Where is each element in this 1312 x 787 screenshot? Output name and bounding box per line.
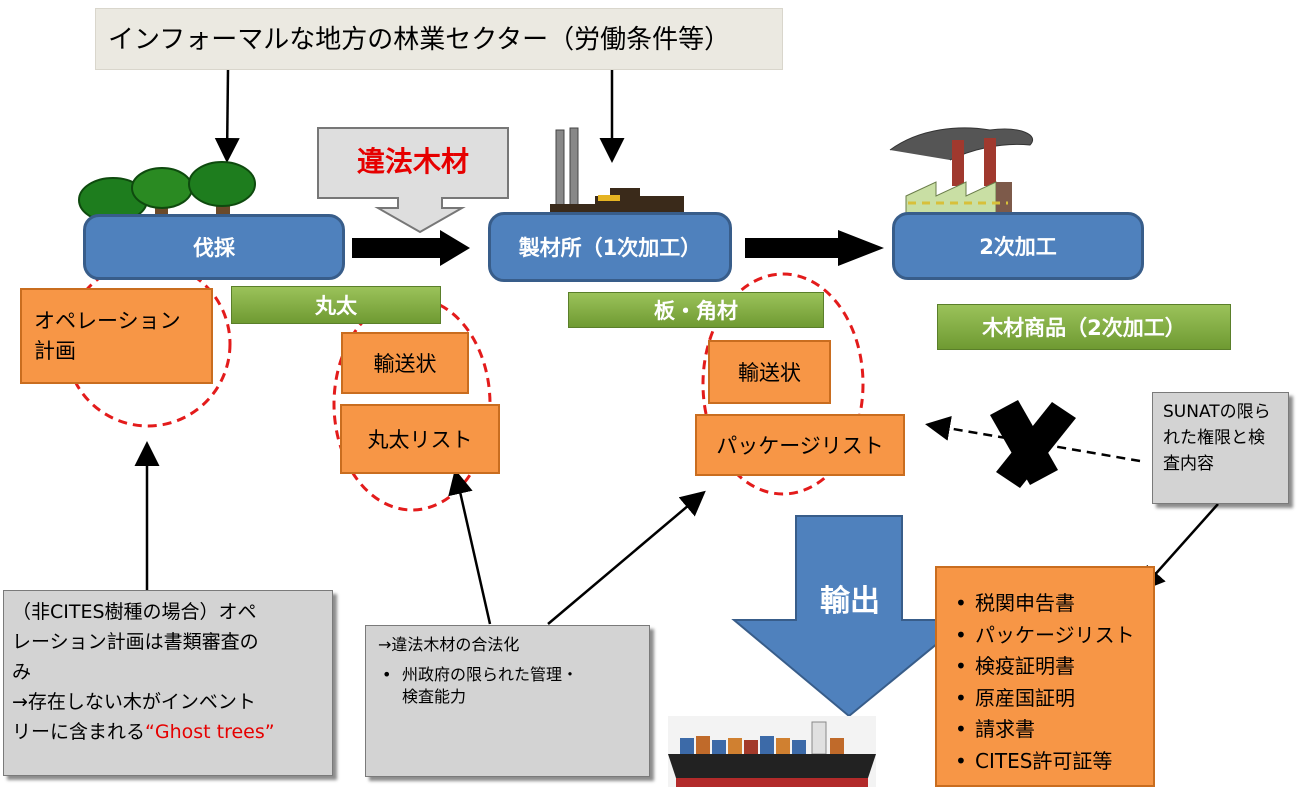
illegal-timber-label: 違法木材 — [356, 145, 469, 178]
export-doc-item: パッケージリスト — [951, 620, 1153, 652]
note-center-list: 州政府の限られた管理・ 検査能力 — [378, 664, 649, 708]
note-center-bullet: 州政府の限られた管理・ 検査能力 — [378, 664, 649, 708]
export-documents-box: 税関申告書 パッケージリスト 検疫証明書 原産国証明 請求書 CITES許可証等 — [935, 566, 1155, 787]
export-doc-item: CITES許可証等 — [951, 746, 1153, 778]
arrow-center-note-to-package — [547, 490, 706, 625]
stage-secondary: 2次加工 — [892, 212, 1144, 280]
note-center-bullet-line1: 州政府の限られた管理・ — [402, 665, 579, 684]
note-legalization: →違法木材の合法化 州政府の限られた管理・ 検査能力 — [365, 625, 650, 777]
product-logs: 丸太 — [231, 286, 441, 324]
doc-operation-plan-line1: オペレーション — [34, 309, 181, 333]
note-center-bullet-line2: 検査能力 — [402, 687, 467, 706]
note-left-line2: レーション計画は書類審査の — [12, 631, 259, 653]
doc-operation-plan-line2: 計画 — [34, 339, 76, 363]
product-timber-goods: 木材商品（2次加工） — [937, 304, 1231, 350]
stage-sawmill: 製材所（1次加工） — [488, 212, 732, 282]
export-doc-item: 検疫証明書 — [951, 651, 1153, 683]
x-mark-icon — [990, 400, 1076, 488]
stage-harvest: 伐採 — [83, 214, 345, 280]
note-left-line5-prefix: リーに含まれる — [12, 721, 146, 743]
note-center-title: →違法木材の合法化 — [378, 635, 520, 654]
doc-operation-plan: オペレーション 計画 — [20, 288, 213, 384]
note-sunat-line3: 査内容 — [1163, 454, 1214, 474]
doc-transport-2: 輸送状 — [708, 340, 831, 404]
dashed-circle-package — [701, 272, 865, 496]
note-left-line3: み — [12, 661, 32, 683]
arrow-sunat-to-export-docs — [1139, 503, 1219, 592]
note-sunat-line2: れた権限と検 — [1163, 428, 1265, 448]
illegal-timber-arrow — [317, 127, 509, 234]
flow-arrow-sawmill-to-secondary — [745, 230, 884, 266]
sawmill-factory-icon — [550, 127, 684, 212]
note-left-line5: リーに含まれる“Ghost trees” — [12, 717, 332, 747]
export-doc-item: 税関申告書 — [951, 588, 1153, 620]
ghost-trees-highlight: “Ghost trees” — [145, 721, 275, 743]
note-operation-plan-review: （非CITES樹種の場合）オペ レーション計画は書類審査の み →存在しない木が… — [3, 590, 333, 776]
export-doc-item: 請求書 — [951, 714, 1153, 746]
note-sunat-limits: SUNATの限ら れた権限と検 査内容 — [1152, 392, 1289, 504]
export-documents-list: 税関申告書 パッケージリスト 検疫証明書 原産国証明 請求書 CITES許可証等 — [951, 588, 1153, 777]
arrow-center-note-to-loglist — [448, 469, 492, 625]
export-doc-item: 原産国証明 — [951, 683, 1153, 715]
cargo-ship-icon — [668, 716, 876, 787]
doc-log-list: 丸太リスト — [340, 404, 500, 474]
dashed-arrow-sunat-to-package — [925, 416, 1141, 463]
secondary-factory-icon — [889, 127, 1033, 221]
note-sunat-line1: SUNATの限ら — [1163, 402, 1271, 422]
flow-arrow-harvest-to-sawmill — [352, 230, 470, 266]
export-label: 輸出 — [820, 584, 880, 619]
note-left-line4: →存在しない木がインベント — [12, 691, 256, 713]
header-informal-sector: インフォーマルな地方の林業セクター（労働条件等） — [95, 8, 783, 70]
doc-package-list: パッケージリスト — [695, 414, 905, 476]
export-arrow — [731, 515, 969, 718]
product-boards: 板・角材 — [568, 292, 824, 328]
arrow-header-to-harvest — [214, 69, 240, 163]
note-left-line1: （非CITES樹種の場合）オペ — [12, 601, 257, 623]
doc-transport-1: 輸送状 — [341, 332, 469, 394]
